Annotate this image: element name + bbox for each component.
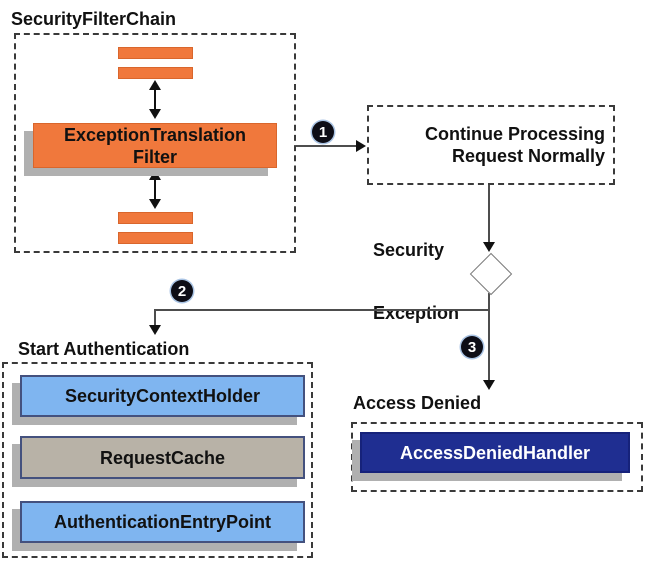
step-2-badge: 2	[171, 280, 193, 302]
continue-processing-label-line2: Request Normally	[451, 146, 605, 166]
filter-bar-icon	[118, 212, 193, 224]
arrowhead-right-icon	[356, 140, 366, 152]
request-cache-box: RequestCache	[20, 436, 305, 479]
exception-translation-filter-label-line1: ExceptionTranslation	[63, 124, 247, 145]
decision-diamond-icon	[469, 252, 513, 296]
exception-translation-filter-box: ExceptionTranslation Filter	[33, 123, 277, 168]
security-exception-label: Security Exception	[373, 240, 460, 323]
access-denied-label: Access Denied	[353, 393, 482, 413]
arrowhead-down-icon	[149, 325, 161, 335]
filter-bar-icon	[118, 67, 193, 79]
authentication-entry-point-box: AuthenticationEntryPoint	[20, 501, 305, 543]
step-3-badge: 3	[461, 336, 483, 358]
access-denied-handler-label: AccessDeniedHandler	[399, 442, 591, 463]
security-context-holder-label: SecurityContextHolder	[64, 386, 261, 406]
arrowhead-down-icon	[483, 242, 495, 252]
start-authentication-box	[2, 362, 313, 558]
filter-bar-icon	[118, 232, 193, 244]
request-cache-label: RequestCache	[99, 447, 226, 468]
flow-line	[154, 309, 156, 326]
authentication-entry-point-label: AuthenticationEntryPoint	[54, 512, 271, 532]
security-filter-chain-label: SecurityFilterChain	[11, 9, 177, 29]
filter-bar-icon	[118, 47, 193, 59]
continue-processing-label-line1: Continue Processing	[424, 124, 605, 144]
security-context-holder-box: SecurityContextHolder	[20, 375, 305, 417]
access-denied-box	[351, 422, 643, 492]
step-1-badge: 1	[312, 121, 334, 143]
continue-processing-box: Continue Processing Request Normally	[367, 105, 615, 185]
arrowhead-down-icon	[483, 380, 495, 390]
flow-line	[154, 309, 490, 311]
access-denied-handler-box: AccessDeniedHandler	[360, 432, 630, 473]
start-authentication-label: Start Authentication	[18, 339, 190, 359]
flow-line	[488, 293, 490, 381]
security-filter-chain-box	[14, 33, 296, 253]
flow-line	[296, 145, 356, 147]
flow-line	[488, 185, 490, 243]
exception-translation-filter-label-line2: Filter	[132, 146, 177, 167]
